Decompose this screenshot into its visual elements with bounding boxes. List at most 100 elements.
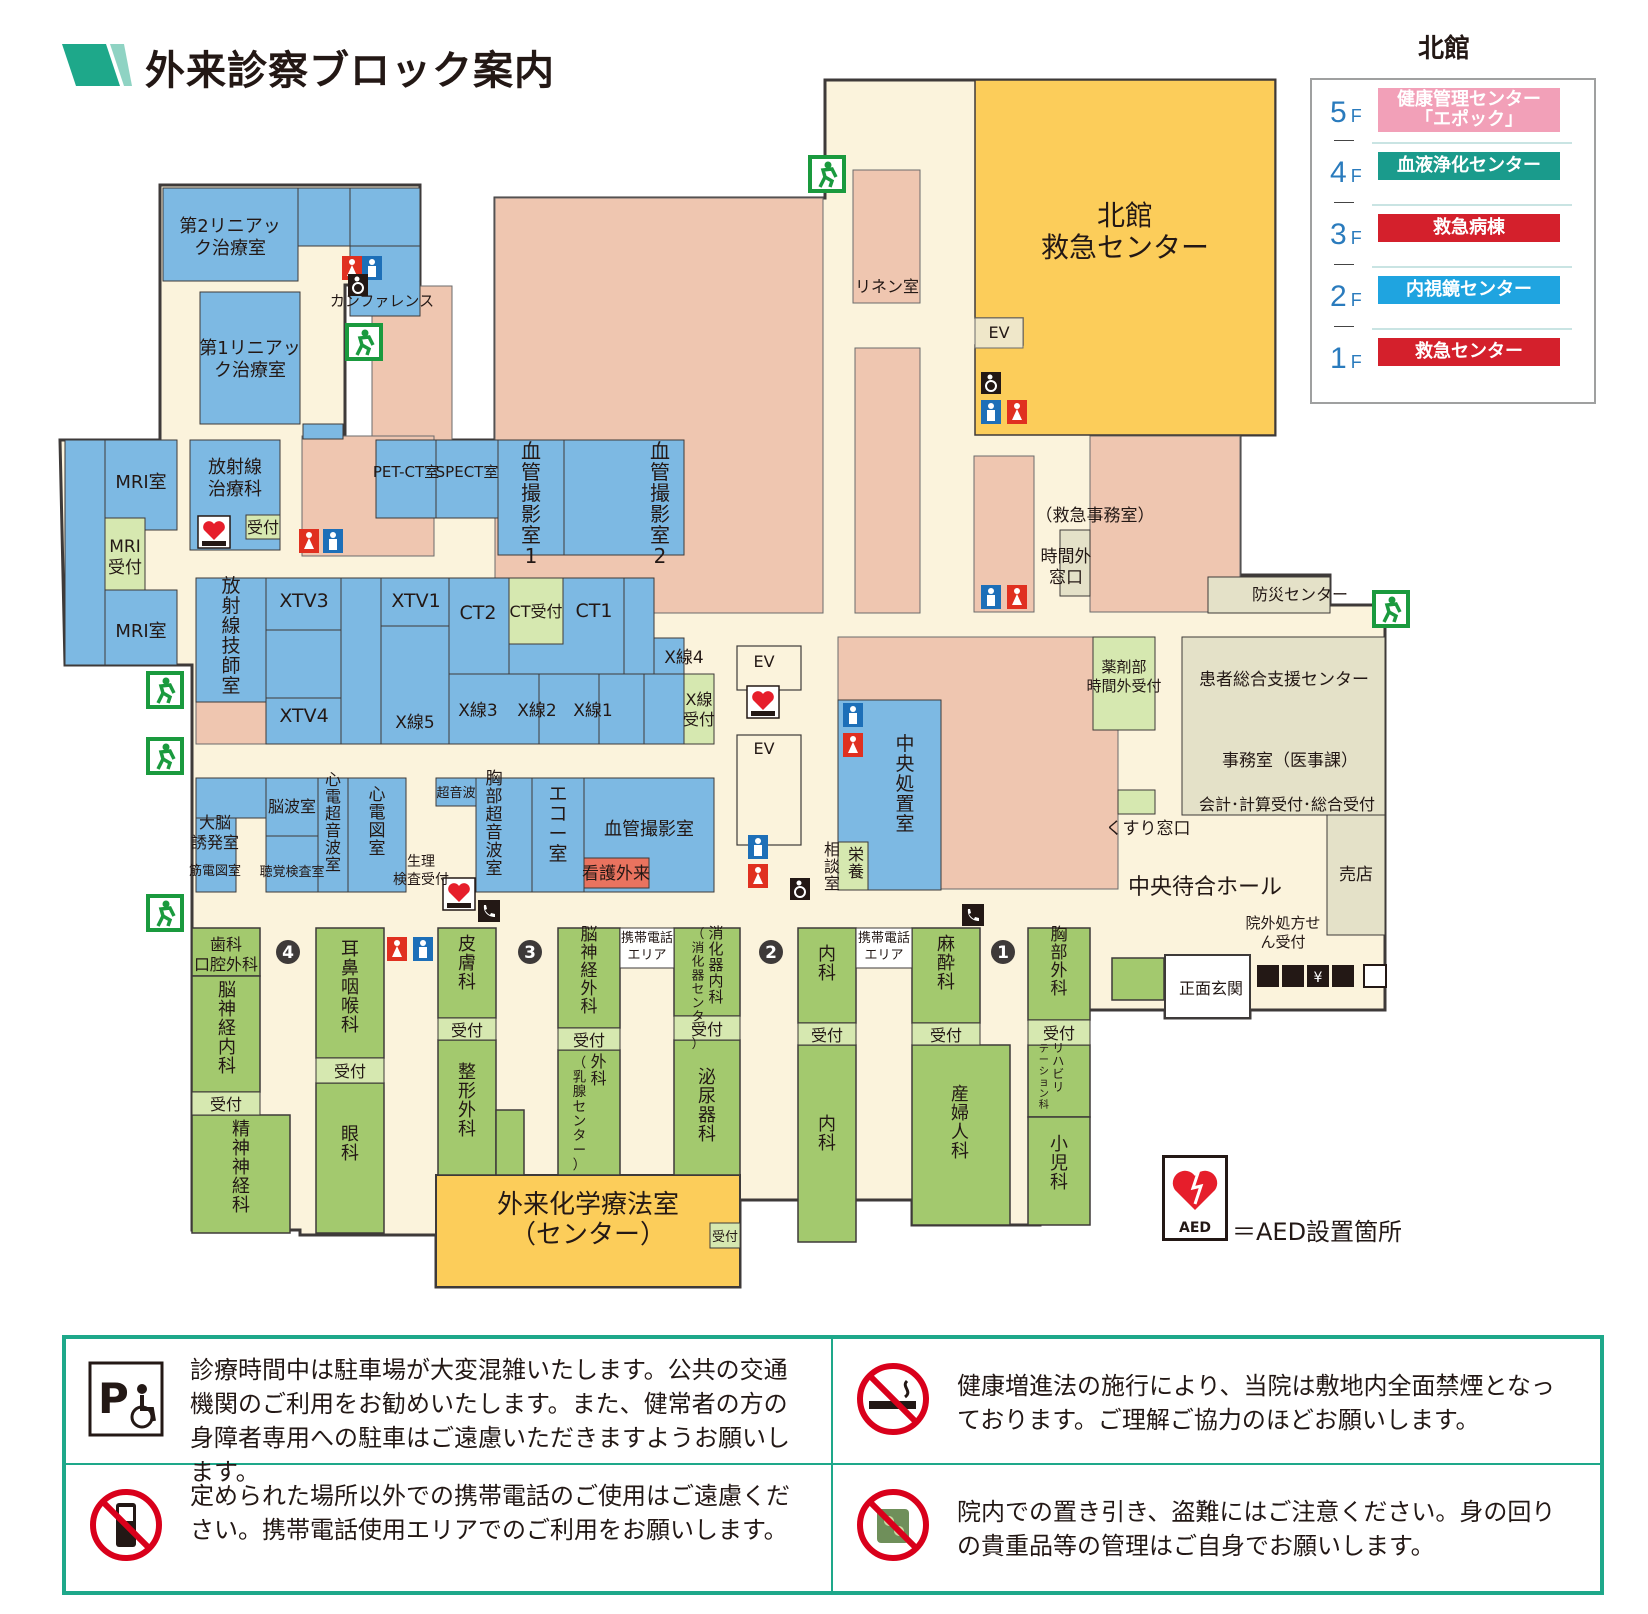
room-label-char: 科 [232,1195,250,1216]
room-label-char: 神 [232,1138,250,1159]
room-label-ultrasound: 超音波 [436,785,475,801]
accessible-restroom-icon [789,877,811,901]
room-label-char: 科 [458,972,476,993]
room-label-reception-6: 受付 [712,1230,738,1245]
floor-digit: 1 [1330,342,1347,375]
room-label-char: 超 [486,805,503,825]
room-label-char: 室 [521,523,541,547]
room-label-char: 射 [221,595,240,617]
phone-icon [478,900,500,922]
notice-no-phone: 定められた場所以外での携帯電話のご使用はご遠慮ください。携帯電話使用エリアでのご… [66,1465,833,1591]
block-number-text: 1 [997,943,1009,963]
room-label-patient-support: 患者総合支援センター [1199,670,1369,690]
room-label-line: くすり窓口 [1106,819,1191,839]
floor-digit: 3 [1330,218,1347,251]
north-building-heading: 北館 [1418,34,1471,64]
room-label-char: セ [573,1099,587,1115]
room-label-line: 放射線 [208,457,262,478]
block-number-text: 4 [282,943,294,963]
room-label-line: EV [753,739,774,758]
room-label-line: 患者総合支援センター [1199,670,1369,690]
room-label-char: 産 [951,1084,969,1105]
room-label-char: ハ [1052,1054,1064,1068]
floor-suffix: F [1350,106,1362,126]
block-number-circle [518,940,542,964]
room-label-line: 北館 [1097,199,1153,232]
room-label-line: 院外処方せ [1245,914,1320,932]
room-label-char: 婦 [951,1103,969,1124]
room-label-char: ー [573,1143,587,1159]
room-label-main-entrance: 正面玄関 [1179,979,1243,998]
room-label-char: シ [1039,1066,1049,1077]
floor-suffix: F [1350,290,1362,310]
room-label-char: 児 [1050,1153,1068,1174]
room-label-medicine-window: くすり窓口 [1106,819,1191,839]
room-label-char: 線 [221,615,240,637]
restroom-men-icon [748,835,768,859]
room-label-char: 影 [521,502,541,526]
room-label-line: エリア [864,948,903,963]
room-label-char: タ [573,1128,587,1144]
room-label-line: X線1 [573,701,612,721]
room-label-line: 血管撮影室 [604,819,694,840]
room-label-line: 受付 [683,710,715,729]
block-number-2: 2 [759,940,783,964]
aed-legend-icon: AED [1162,1155,1228,1241]
room-label-hearing: 聴覚検査室 [259,864,324,880]
room-label-char: 科 [708,988,723,1006]
room-label-char: 科 [818,963,836,984]
room-label-office: 事務室（医事課） [1222,751,1358,771]
room-label-line: 看護外来 [582,864,650,884]
room-label-char: 超 [325,804,341,823]
room-label-line: CT2 [460,602,497,624]
room-label-line: 時間外 [1041,547,1092,567]
room-label-line: ク治療室 [214,360,286,381]
room-label-char: 撮 [650,481,670,505]
room-label-breast-surgery-a: 外科 [591,1052,607,1088]
exit-sign-icon [144,892,186,934]
room-label-char: 置 [895,793,914,815]
room-label-accounting: 会計･計算受付･総合受付 [1199,795,1375,814]
room-label-xray2: X線2 [517,701,556,721]
room-label-char: 器 [692,968,705,983]
room-label-char: 科 [341,1143,359,1164]
room-label-line: エリア [627,948,666,963]
room-label-char: タ [692,1010,705,1025]
room-label-vascular: 血管撮影室 [604,819,694,840]
room-label-char: 音 [325,821,341,840]
phone-icon [962,904,984,926]
room-label-reception: 受付 [247,518,279,537]
floor-label: 救急病棟 [1378,214,1560,242]
restroom-men-icon [413,937,433,961]
floor-label-line: 「エポック」 [1415,109,1523,130]
room-label-char: 咽 [341,977,359,998]
floor-label: 内視鏡センター [1378,276,1560,304]
room-label-char: 麻 [937,934,955,955]
room-label-char: 科 [591,1069,607,1088]
room-label-char: ン [1039,1089,1049,1100]
floor-label-line: 健康管理センター [1397,89,1541,110]
room-label-char: 人 [951,1122,969,1143]
room-label-char: 栄 [848,845,864,864]
aed-icon [746,685,780,719]
restroom-women-icon [387,937,407,961]
room-label-internal-b: 内科 [818,1114,836,1154]
room-label-line: 受付 [210,1095,242,1114]
floor-digit: 2 [1330,280,1347,313]
room-label-char: 相 [824,840,840,859]
restroom-women-icon [748,864,768,888]
room-label-char: 尿 [698,1086,716,1107]
